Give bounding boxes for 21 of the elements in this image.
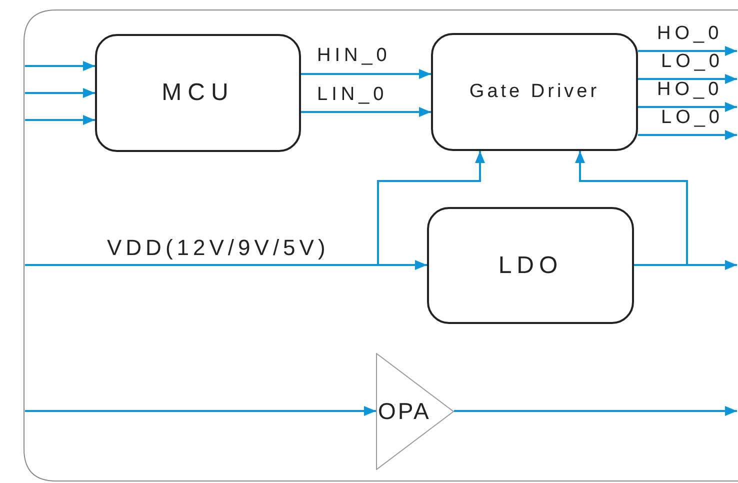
arrow <box>638 46 737 56</box>
block-label: LDO <box>498 252 563 280</box>
arrow <box>301 69 431 79</box>
arrow <box>575 151 688 266</box>
block-label: OPA <box>378 398 431 425</box>
arrow <box>25 406 376 416</box>
block-box <box>95 34 301 152</box>
block-label: Gate Driver <box>469 81 600 103</box>
block-box <box>431 33 638 151</box>
arrow <box>638 102 737 112</box>
amplifier-triangle <box>376 353 454 470</box>
block-box <box>427 207 634 324</box>
arrow <box>25 88 95 98</box>
arrow <box>638 130 737 140</box>
arrow <box>25 115 95 125</box>
arrow <box>25 61 95 71</box>
block-label: MCU <box>162 79 234 107</box>
arrow <box>454 406 737 416</box>
arrow <box>301 107 431 117</box>
arrow <box>638 74 737 84</box>
arrow <box>25 151 485 266</box>
